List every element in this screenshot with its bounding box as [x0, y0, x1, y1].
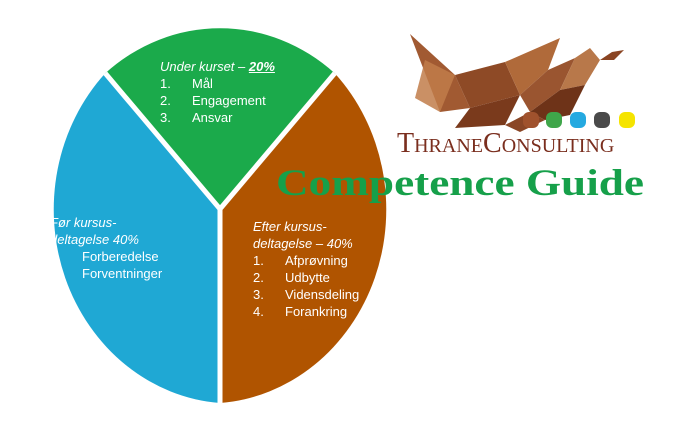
guide-title: Competence Guide: [276, 163, 644, 204]
slice-during-course: [105, 28, 335, 209]
slice-before-course: [53, 73, 221, 404]
list-item: 3.Vidensdeling: [253, 287, 360, 302]
brand-dot-yellow: [619, 112, 635, 128]
during-course-heading: Under kurset – 20%: [160, 59, 275, 74]
brand-dot-brown: [523, 112, 539, 128]
after-course-heading-line1: Efter kursus-: [253, 219, 327, 234]
slice-separators: [103, 71, 337, 403]
before-course-text: Før kursus- deltagelse 40% 1.Forberedels…: [50, 214, 162, 282]
brand-dot-gray: [594, 112, 610, 128]
list-item: 2.Engagement: [160, 93, 266, 108]
brand-dot-blue: [570, 112, 586, 128]
after-course-heading-line2: deltagelse – 40%: [253, 236, 353, 251]
origami-crane-icon: [410, 34, 624, 132]
brand-color-dots: [523, 112, 635, 128]
during-course-list: 1.Mål 2.Engagement 3.Ansvar: [160, 75, 275, 126]
brand-dot-green: [546, 112, 562, 128]
list-item: 1.Forberedelse: [50, 249, 159, 264]
list-item: 4.Forankring: [253, 304, 348, 319]
before-course-heading-line1: Før kursus-: [50, 215, 117, 230]
list-item: 2.Forventninger: [50, 266, 163, 281]
after-course-text: Efter kursus- deltagelse – 40% 1.Afprøvn…: [253, 218, 359, 320]
brand-name: THRANECONSULTING: [397, 128, 614, 159]
list-item: 3.Ansvar: [160, 110, 233, 125]
list-item: 2.Udbytte: [253, 270, 330, 285]
before-course-list: 1.Forberedelse 2.Forventninger: [50, 248, 162, 282]
before-course-heading-line2: deltagelse 40%: [50, 232, 139, 247]
list-item: 1.Afprøvning: [253, 253, 348, 268]
after-course-list: 1.Afprøvning 2.Udbytte 3.Vidensdeling 4.…: [253, 252, 359, 320]
slice-after-course: [220, 73, 387, 404]
list-item: 1.Mål: [160, 76, 213, 91]
during-course-text: Under kurset – 20% 1.Mål 2.Engagement 3.…: [160, 58, 275, 126]
